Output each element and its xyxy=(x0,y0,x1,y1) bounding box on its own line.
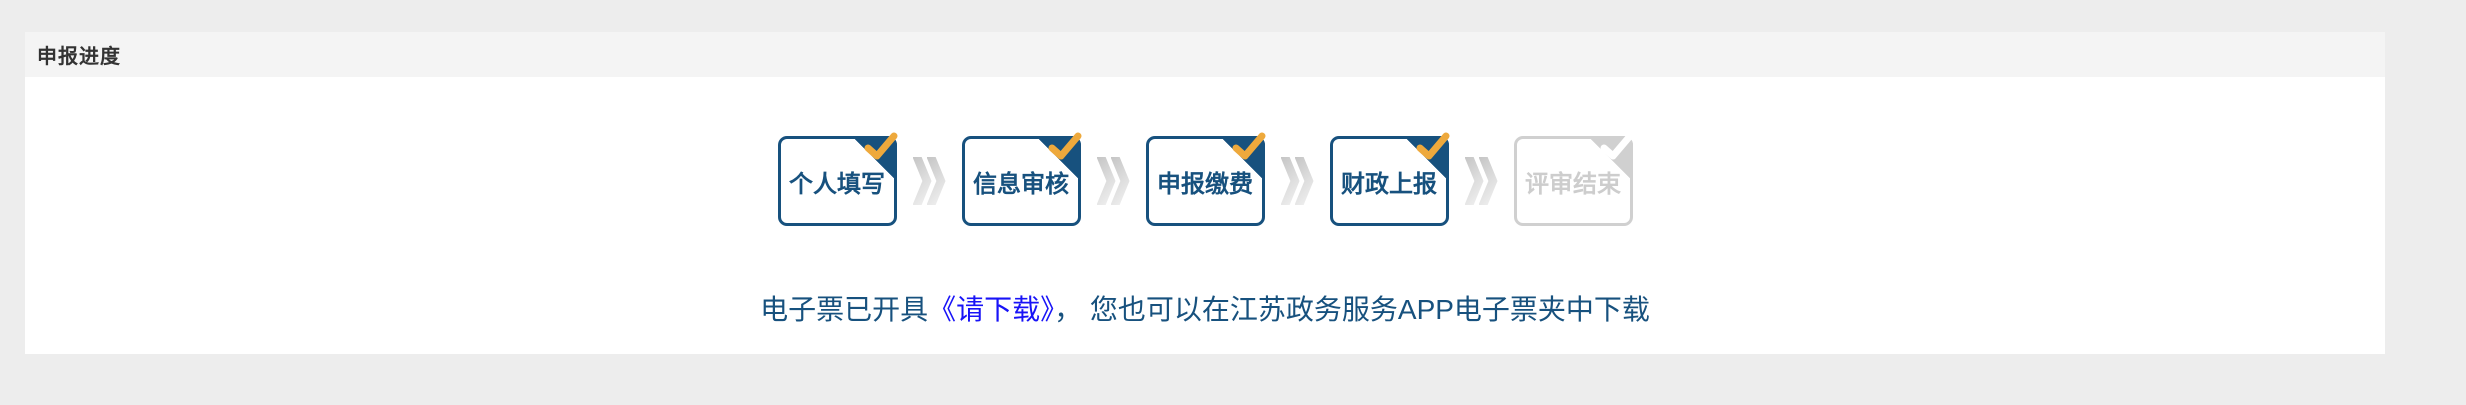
notice-prefix: 电子票已开具 xyxy=(760,294,929,325)
check-icon xyxy=(1048,132,1082,162)
double-chevron-icon xyxy=(1280,157,1314,205)
step-declare-pay: 申报缴费 xyxy=(1145,132,1265,226)
double-chevron-icon xyxy=(912,157,946,205)
step-personal-fill: 个人填写 xyxy=(777,132,897,226)
step-finance-submit: 财政上报 xyxy=(1329,132,1449,226)
double-chevron-icon xyxy=(1464,157,1498,205)
panel-body: 个人填写 信息审核 申报缴费 xyxy=(25,77,2385,354)
step-review-finish: 评审结束 xyxy=(1513,132,1633,226)
eticket-notice: 电子票已开具《请下载》， 您也可以在江苏政务服务APP电子票夹中下载 xyxy=(760,288,1650,328)
download-link[interactable]: 《请下载》 xyxy=(928,294,1055,325)
declaration-progress-panel: 申报进度 个人填写 信息审核 xyxy=(25,32,2385,354)
notice-suffix: ， 您也可以在江苏政务服务APP电子票夹中下载 xyxy=(1054,294,1650,325)
step-info-review: 信息审核 xyxy=(961,132,1081,226)
check-icon xyxy=(1600,132,1634,162)
check-icon xyxy=(864,132,898,162)
double-chevron-icon xyxy=(1096,157,1130,205)
check-icon xyxy=(1416,132,1450,162)
check-icon xyxy=(1232,132,1266,162)
panel-header: 申报进度 xyxy=(25,32,2385,77)
progress-steps: 个人填写 信息审核 申报缴费 xyxy=(777,132,1633,226)
panel-title: 申报进度 xyxy=(37,46,121,68)
